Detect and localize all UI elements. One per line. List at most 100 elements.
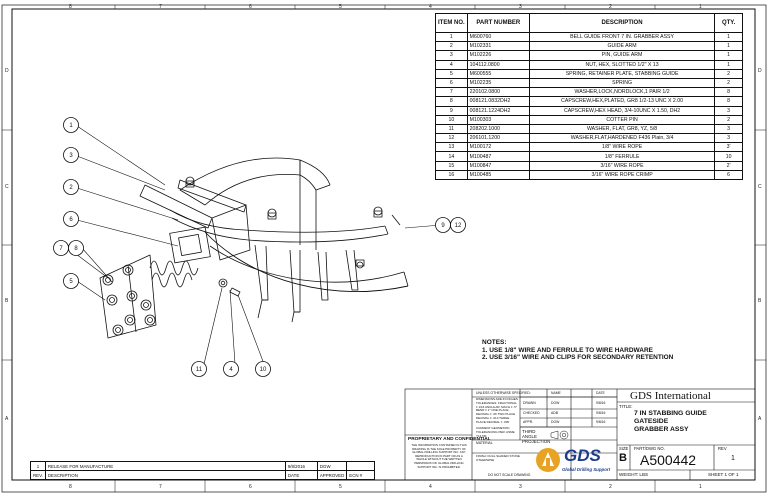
bom-description: PIN, GUIDE ARM <box>528 50 716 61</box>
third-angle-label: THIRD ANGLE PROJECTION <box>522 429 551 444</box>
dwg-number: A500442 <box>640 452 697 468</box>
geometric-text: CURRENT GEOMETRIC TOLERANCING PER: ASME … <box>476 426 515 438</box>
zone-top-8: 8 <box>69 4 72 10</box>
proprietary-text: THE INFORMATION CONTAINED IN THIS DRAWIN… <box>411 443 467 469</box>
zone-top-6: 6 <box>249 4 252 10</box>
gds-logo-mark-icon <box>536 448 560 472</box>
revision-block: 1 RELEASE FOR MANUFACTURE 9/8/2016 DGW R… <box>30 461 376 480</box>
do-not-scale: DO NOT SCALE DRAWING <box>488 473 531 477</box>
svg-text:4: 4 <box>229 367 233 373</box>
checked-date: 9/8/16 <box>596 411 606 415</box>
guide-arm <box>139 184 213 229</box>
checked-name: ADB <box>551 411 558 415</box>
zone-left-D: D <box>5 68 9 74</box>
balloon-4[interactable]: 4 <box>223 361 239 377</box>
drawing-title: 7 IN STABBING GUIDE GATESIDE GRABBER ASS… <box>634 410 707 434</box>
notes-title: NOTES: <box>482 339 507 346</box>
bom-qty: 3' <box>714 142 743 153</box>
dwg-no-label: PART/DWG NO. <box>634 446 665 451</box>
svg-text:11: 11 <box>196 367 203 373</box>
gds-logo-text: GDS <box>564 446 601 465</box>
rev-header-ecn: ECN # <box>346 470 376 480</box>
gripper-fingers <box>254 244 359 323</box>
bom-part-number: M100485 <box>466 169 530 181</box>
date-header: DATE <box>596 391 605 395</box>
bom-qty: 10 <box>714 151 743 162</box>
balloon-6[interactable]: 6 <box>63 211 79 227</box>
bom-description: 3/16" WIRE ROPE <box>528 160 716 171</box>
svg-text:7: 7 <box>59 246 63 252</box>
size-label: SIZE <box>619 446 629 451</box>
zone-bottom-6: 6 <box>249 484 252 490</box>
svg-text:3: 3 <box>69 153 73 159</box>
title-line-3: GRABBER ASSY <box>634 426 689 433</box>
gds-logo-subtext: Global Drilling Support <box>562 467 611 472</box>
balloon-3[interactable]: 3 <box>63 147 79 163</box>
weight-label: WEIGHT: LBS <box>619 472 649 477</box>
title-line-2: GATESIDE <box>634 418 669 425</box>
svg-text:6: 6 <box>69 217 73 223</box>
zone-bottom-2: 2 <box>609 484 612 490</box>
balloon-5[interactable]: 5 <box>63 273 79 289</box>
bom-qty: 1 <box>714 31 743 43</box>
svg-text:10: 10 <box>260 367 267 373</box>
zone-right-A: A <box>758 416 762 422</box>
zone-left-B: B <box>5 298 9 304</box>
zone-bottom-5: 5 <box>339 484 342 490</box>
zone-right-C: C <box>758 184 762 190</box>
bom-qty: 1 <box>714 41 743 52</box>
balloon-8[interactable]: 8 <box>68 240 84 256</box>
sheet-number: SHEET 1 OF 1 <box>708 472 739 477</box>
finish-text: FINISH: DUAL SHADED STONE OTHERWISE <box>476 454 520 462</box>
bell-guide-outer-arc <box>204 231 409 292</box>
retainer-plate <box>99 254 157 339</box>
bom-qty: 1 <box>714 50 743 61</box>
revision-header-row: REV. DESCRIPTION DATE APPROVED ECN # <box>30 470 376 480</box>
flat-washer <box>218 278 228 288</box>
balloon-12[interactable]: 12 <box>450 217 466 233</box>
cotter-pin <box>229 287 241 297</box>
zone-top-4: 4 <box>429 4 432 10</box>
balloon-10[interactable]: 10 <box>255 361 271 377</box>
drawn-label: DRAWN <box>523 401 536 405</box>
bom-description: WASHER,FLAT,HARDENED F436 Plain, 3/4 <box>528 133 716 144</box>
name-header: NAME <box>551 391 561 395</box>
bom-part-number: 206101.1200 <box>466 133 530 144</box>
balloon-2[interactable]: 2 <box>63 179 79 195</box>
title-label: TITLE: <box>619 404 633 409</box>
note-line-2: 2. USE 3/16" WIRE AND CLIPS FOR SECONDAR… <box>482 354 674 361</box>
bom-qty: 6 <box>714 169 743 181</box>
bom-part-number: M100847 <box>466 160 530 171</box>
bom-part-number: M102226 <box>466 50 530 61</box>
bom-qty: 2' <box>714 160 743 171</box>
bom-part-number: M102331 <box>466 41 530 52</box>
bom-description: 3/16" WIRE ROPE CRIMP <box>528 169 716 181</box>
leader-lines <box>67 125 442 365</box>
zone-bottom-7: 7 <box>159 484 162 490</box>
zone-bottom-1: 1 <box>699 484 702 490</box>
balloon-11[interactable]: 11 <box>191 361 207 377</box>
sheet-size: B <box>619 452 627 464</box>
zone-top-1: 1 <box>699 4 702 10</box>
zone-bottom-3: 3 <box>519 484 522 490</box>
zone-left-C: C <box>5 184 9 190</box>
rev-label: REV <box>718 446 727 451</box>
spring-coils <box>149 260 199 288</box>
gds-logo: GDS Global Drilling Support <box>532 446 616 476</box>
svg-text:12: 12 <box>455 223 462 229</box>
appr-label: APPR. <box>523 420 534 424</box>
svg-text:1: 1 <box>69 123 73 129</box>
balloon-1[interactable]: 1 <box>63 117 79 133</box>
